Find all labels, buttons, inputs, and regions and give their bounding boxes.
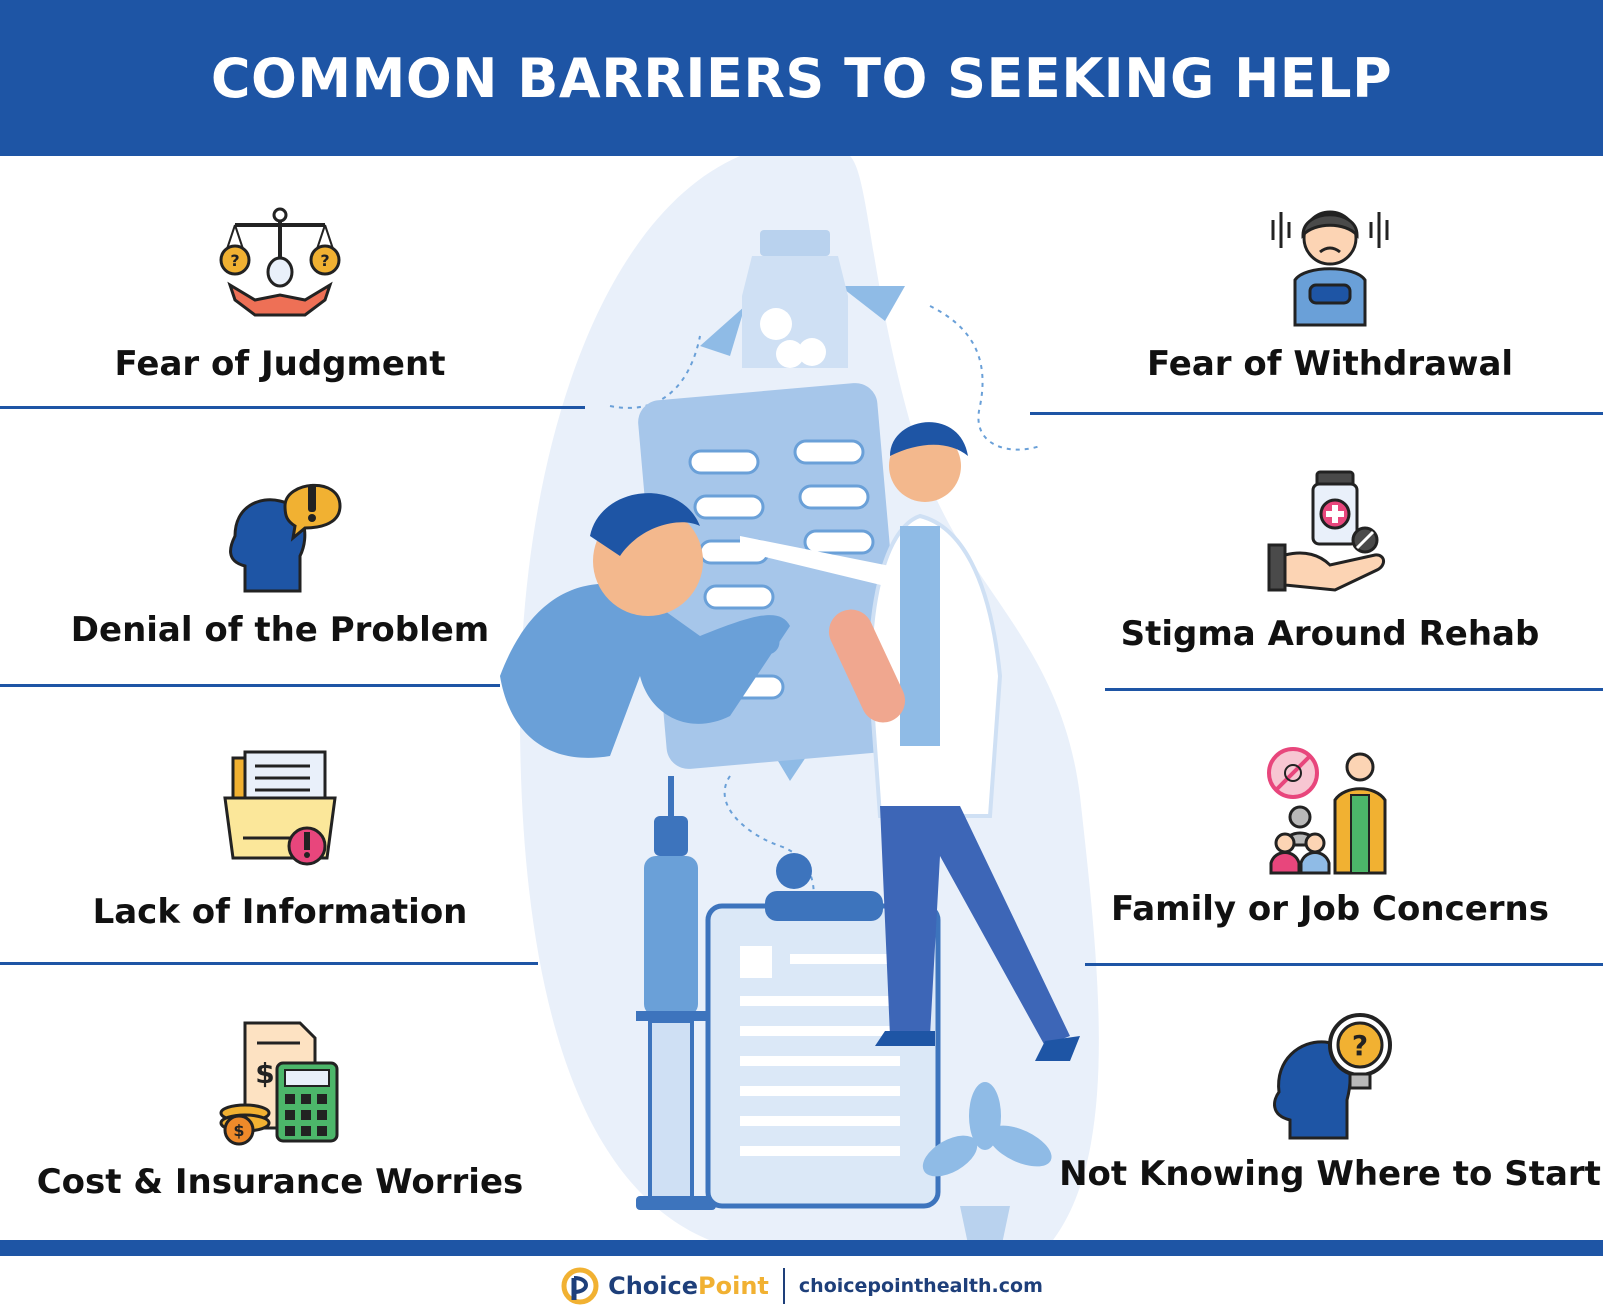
barrier-not-knowing-where-to-start: ? Not Knowing Where to Start bbox=[1059, 1010, 1601, 1194]
doctor-patient-illustration bbox=[500, 156, 1099, 1244]
barrier-label: Fear of Withdrawal bbox=[1146, 344, 1514, 384]
bill-calculator-coins-icon: $ $ bbox=[219, 1021, 339, 1146]
footer-bar bbox=[0, 1240, 1603, 1256]
page-title: COMMON BARRIERS TO SEEKING HELP bbox=[210, 46, 1393, 110]
divider bbox=[0, 406, 585, 409]
footer-separator bbox=[782, 1268, 785, 1304]
divider bbox=[0, 684, 500, 687]
barrier-label: Stigma Around Rehab bbox=[1120, 614, 1540, 654]
choicepoint-logo-icon bbox=[561, 1267, 599, 1305]
barrier-label: Not Knowing Where to Start bbox=[1059, 1154, 1601, 1194]
head-exclamation-icon bbox=[229, 483, 342, 593]
svg-text:$: $ bbox=[233, 1121, 244, 1140]
brand-name: ChoicePoint bbox=[608, 1272, 769, 1300]
barrier-label: Cost & Insurance Worries bbox=[36, 1162, 524, 1202]
family-no-drugs-icon bbox=[1267, 747, 1387, 875]
barrier-fear-of-judgment: ? ? Fear of Judgment bbox=[90, 200, 470, 384]
distressed-person-icon bbox=[1271, 210, 1389, 327]
barrier-lack-of-information: Lack of Information bbox=[90, 748, 470, 932]
divider bbox=[0, 962, 538, 965]
head-lightbulb-question-icon: ? bbox=[1273, 1013, 1392, 1140]
barrier-denial-of-problem: Denial of the Problem bbox=[71, 466, 489, 650]
divider bbox=[1105, 688, 1603, 691]
barrier-stigma-around-rehab: Stigma Around Rehab bbox=[1120, 470, 1540, 654]
barrier-label: Denial of the Problem bbox=[70, 610, 490, 650]
choicepoint-logo[interactable]: ChoicePoint bbox=[560, 1266, 769, 1306]
brand-point: Point bbox=[698, 1272, 769, 1300]
divider bbox=[1030, 412, 1603, 415]
svg-text:?: ? bbox=[1352, 1029, 1368, 1062]
svg-text:?: ? bbox=[230, 251, 239, 270]
barrier-fear-of-withdrawal: Fear of Withdrawal bbox=[1120, 200, 1540, 384]
divider bbox=[1085, 963, 1603, 966]
footer: ChoicePoint choicepointhealth.com bbox=[0, 1262, 1603, 1310]
header-banner: COMMON BARRIERS TO SEEKING HELP bbox=[0, 0, 1603, 156]
barrier-cost-insurance: $ $ Cost & Insurance Worries bbox=[37, 1018, 523, 1202]
svg-text:$: $ bbox=[255, 1057, 274, 1090]
hand-medicine-icon bbox=[1267, 470, 1385, 592]
folder-alert-icon bbox=[223, 750, 337, 866]
website-link[interactable]: choicepointhealth.com bbox=[798, 1275, 1043, 1297]
brand-choice: Choice bbox=[608, 1272, 699, 1300]
barrier-family-job-concerns: Family or Job Concerns bbox=[1100, 745, 1560, 929]
barrier-label: Lack of Information bbox=[92, 892, 468, 932]
barrier-label: Fear of Judgment bbox=[114, 344, 446, 384]
barrier-label: Family or Job Concerns bbox=[1111, 889, 1549, 929]
scales-question-icon: ? ? bbox=[219, 207, 341, 317]
svg-text:?: ? bbox=[320, 251, 329, 270]
